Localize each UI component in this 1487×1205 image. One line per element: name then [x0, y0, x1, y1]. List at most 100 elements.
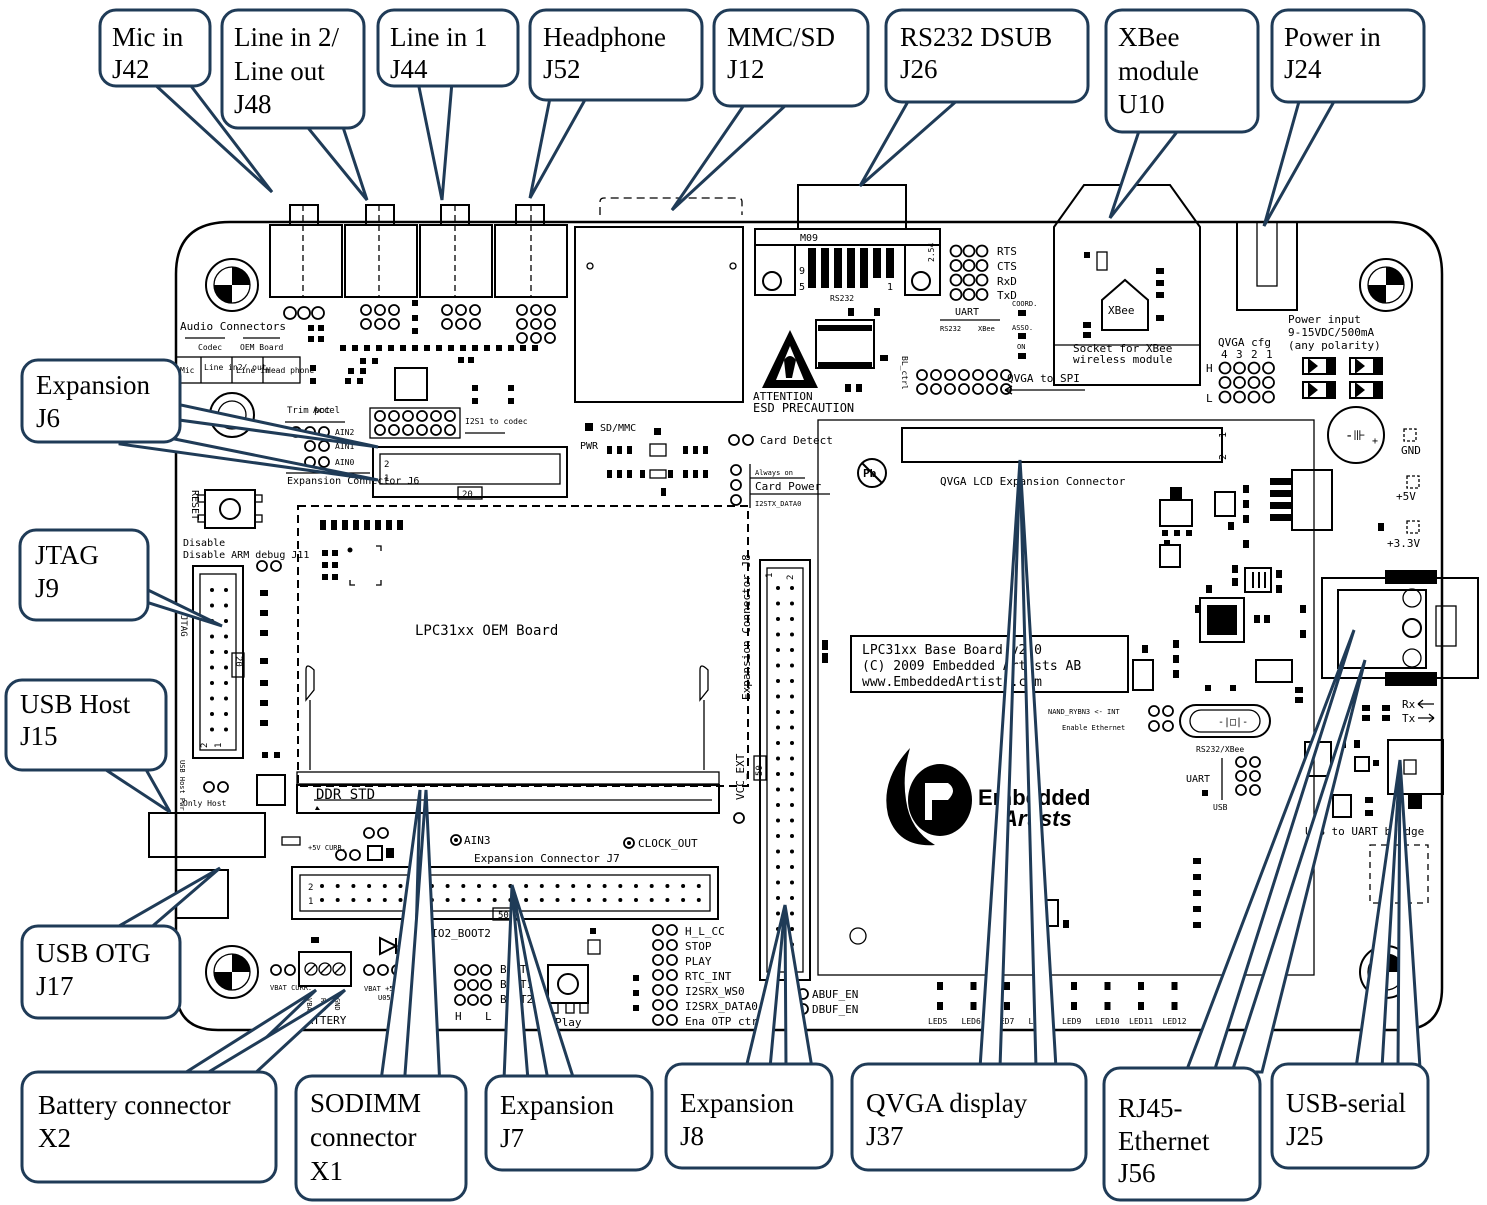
j8-pin: [776, 911, 780, 916]
qvga-cfg-pin: [1247, 361, 1261, 375]
nand-rybn3-label: NAND_RYBN3 <- INT: [1048, 708, 1120, 716]
jtag-pin: [224, 619, 228, 623]
jtag-pin: [224, 603, 228, 608]
j8-pin: [776, 803, 780, 807]
jtag-pin: [224, 650, 228, 654]
callout-mic-in-line1: Mic in: [112, 22, 184, 52]
j7-pin50-label: 50: [498, 911, 509, 921]
play-button-label: Play: [555, 1016, 582, 1029]
callout-rs232: RS232 DSUB J26: [884, 8, 1090, 104]
jtag-pin: [210, 650, 214, 654]
j7-pin: [335, 898, 340, 902]
led-11-label: LED11: [1129, 1017, 1153, 1026]
rts-jumper-pin: [962, 244, 976, 258]
jtag-pin: [210, 712, 214, 716]
spi-header-pin: [944, 369, 956, 381]
boot-jumper-pin: [480, 994, 492, 1006]
spi-header-pin: [972, 383, 984, 395]
rts-jumper-pin: [975, 288, 989, 301]
disable-arm-debug-label: Disable ARM debug J11: [183, 550, 309, 561]
j8-pin: [790, 803, 794, 807]
j8-pin: [790, 849, 794, 854]
jtag-pin: [210, 727, 214, 732]
power-spec-label: 9-15VDC/500mA: [1288, 326, 1374, 339]
callout-xbee: XBee module U10: [1104, 8, 1260, 134]
led-6-icon: [970, 1002, 977, 1010]
j7-pin: [602, 884, 607, 888]
j7-pin: [649, 884, 654, 888]
callout-leaders: [94, 80, 1422, 1090]
expansion-j7-label: Expansion Connector J7: [474, 852, 620, 865]
boot-jumper-pin: [467, 979, 479, 991]
j7-pin: [477, 898, 481, 902]
uart-select-jumpers: [1235, 756, 1261, 796]
jtag-pin: [210, 603, 214, 608]
j8-pin: [776, 663, 780, 668]
callout-rs232-line2: J26: [900, 54, 938, 84]
j8-pin: [790, 741, 794, 745]
j8-pin: [776, 710, 780, 714]
j7-pin: [665, 884, 670, 888]
callout-usb-serial: USB-serial J25: [1270, 1062, 1430, 1170]
j7-pin: [398, 884, 403, 888]
qvga-cfg-l: L: [1206, 392, 1213, 405]
audio-smd-parts: [308, 300, 538, 404]
qvga-cfg-label: QVGA cfg: [1218, 336, 1271, 349]
signal-rtc-int: RTC_INT: [685, 970, 732, 983]
j7-pin: [586, 884, 591, 888]
callout-xbee-line2: module: [1118, 56, 1199, 86]
callout-power-in: Power in J24: [1270, 8, 1426, 104]
qvga-cfg-pin: [1233, 376, 1246, 389]
j8-pin: [776, 648, 780, 652]
led-row: LED5LED6LED7LED8LED9LED10LED11LED12: [928, 982, 1187, 1026]
j8-pin: [790, 586, 794, 590]
j8-pin: [790, 927, 794, 931]
j8-pin: [776, 679, 780, 683]
ddr-std-label: DDR STD: [316, 787, 375, 803]
callout-line-in2-line3: J48: [234, 89, 272, 119]
callout-expansion-j7-line2: J7: [500, 1123, 524, 1153]
j7-signal-pin: [666, 924, 678, 936]
callout-sodimm-line2: connector: [310, 1122, 416, 1152]
callout-sodimm-line3: X1: [310, 1156, 343, 1186]
wireless-module-label: wireless module: [1073, 353, 1172, 366]
oem-board-title: LPC31xx OEM Board: [415, 623, 558, 639]
callout-line-in2-line1: Line in 2/: [234, 22, 339, 52]
j8-pin: [790, 787, 794, 792]
on-label: ON: [1017, 343, 1025, 351]
qvga-cfg-pin: [1262, 376, 1275, 389]
rs232-xbee-sel-label: RS232/XBee: [1196, 745, 1244, 754]
j7-pin: [382, 884, 387, 888]
qvga-cfg-4: 4: [1221, 348, 1228, 361]
sd-card-connector: [574, 197, 744, 403]
uart-select-pin: [1235, 756, 1247, 768]
boot-h-label: H: [455, 1010, 462, 1023]
j8-pin2: 2: [786, 575, 796, 580]
audio-label-table: Mic Line in2/ out Line in Head phone: [175, 356, 314, 384]
j7-pin: [351, 898, 356, 902]
j7-signal-pin: [652, 924, 664, 936]
qvga-cfg-pin: [1247, 376, 1261, 389]
j7-pin: [492, 884, 497, 888]
j8-pin: [776, 880, 780, 885]
card-detect-label: Card Detect: [760, 434, 833, 447]
callout-line-in1-line2: J44: [390, 54, 428, 84]
disable-arm-debug-line1: Disable: [183, 538, 225, 549]
reset-button: [197, 489, 263, 529]
dsub-pin1: 1: [887, 282, 893, 293]
j7-pin: [618, 884, 623, 888]
callout-headphone-line1: Headphone: [543, 22, 666, 52]
sd-mmc-label: SD/MMC: [600, 423, 636, 434]
qvga-display-area: [817, 419, 1315, 976]
cap-symbol: -⊪: [1345, 428, 1366, 444]
power-input-label: Power input: [1288, 313, 1361, 326]
signal-play: PLAY: [685, 955, 712, 968]
qvga-cfg-pin: [1218, 361, 1232, 375]
callout-sodimm-line1: SODIMM: [310, 1088, 421, 1118]
j8-pin: [790, 710, 794, 714]
callout-rs232-line1: RS232 DSUB: [900, 22, 1052, 52]
qvga-cfg-pin: [1218, 376, 1232, 389]
polarity-label: (any polarity): [1288, 339, 1381, 352]
j8-pin: [776, 834, 780, 838]
jtag-pin: [210, 588, 214, 592]
